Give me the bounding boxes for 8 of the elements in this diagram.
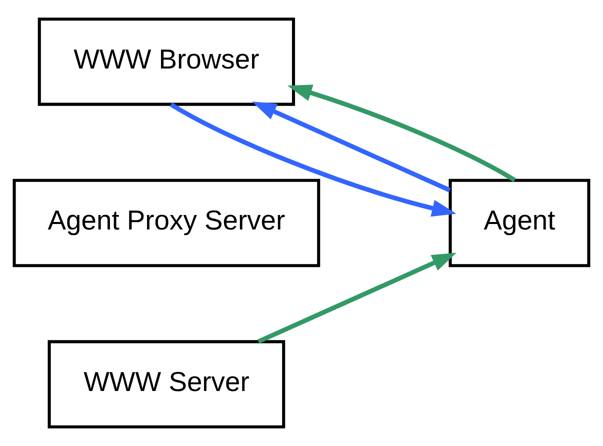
node-box: WWW Server (48, 340, 286, 428)
node-box: Agent Proxy Server (12, 178, 320, 268)
node-box: Agent (448, 178, 590, 268)
arrow (257, 252, 456, 344)
node-box: WWW Browser (38, 18, 296, 106)
arrow (252, 102, 451, 192)
arrow (287, 84, 516, 182)
arrow (170, 102, 456, 217)
